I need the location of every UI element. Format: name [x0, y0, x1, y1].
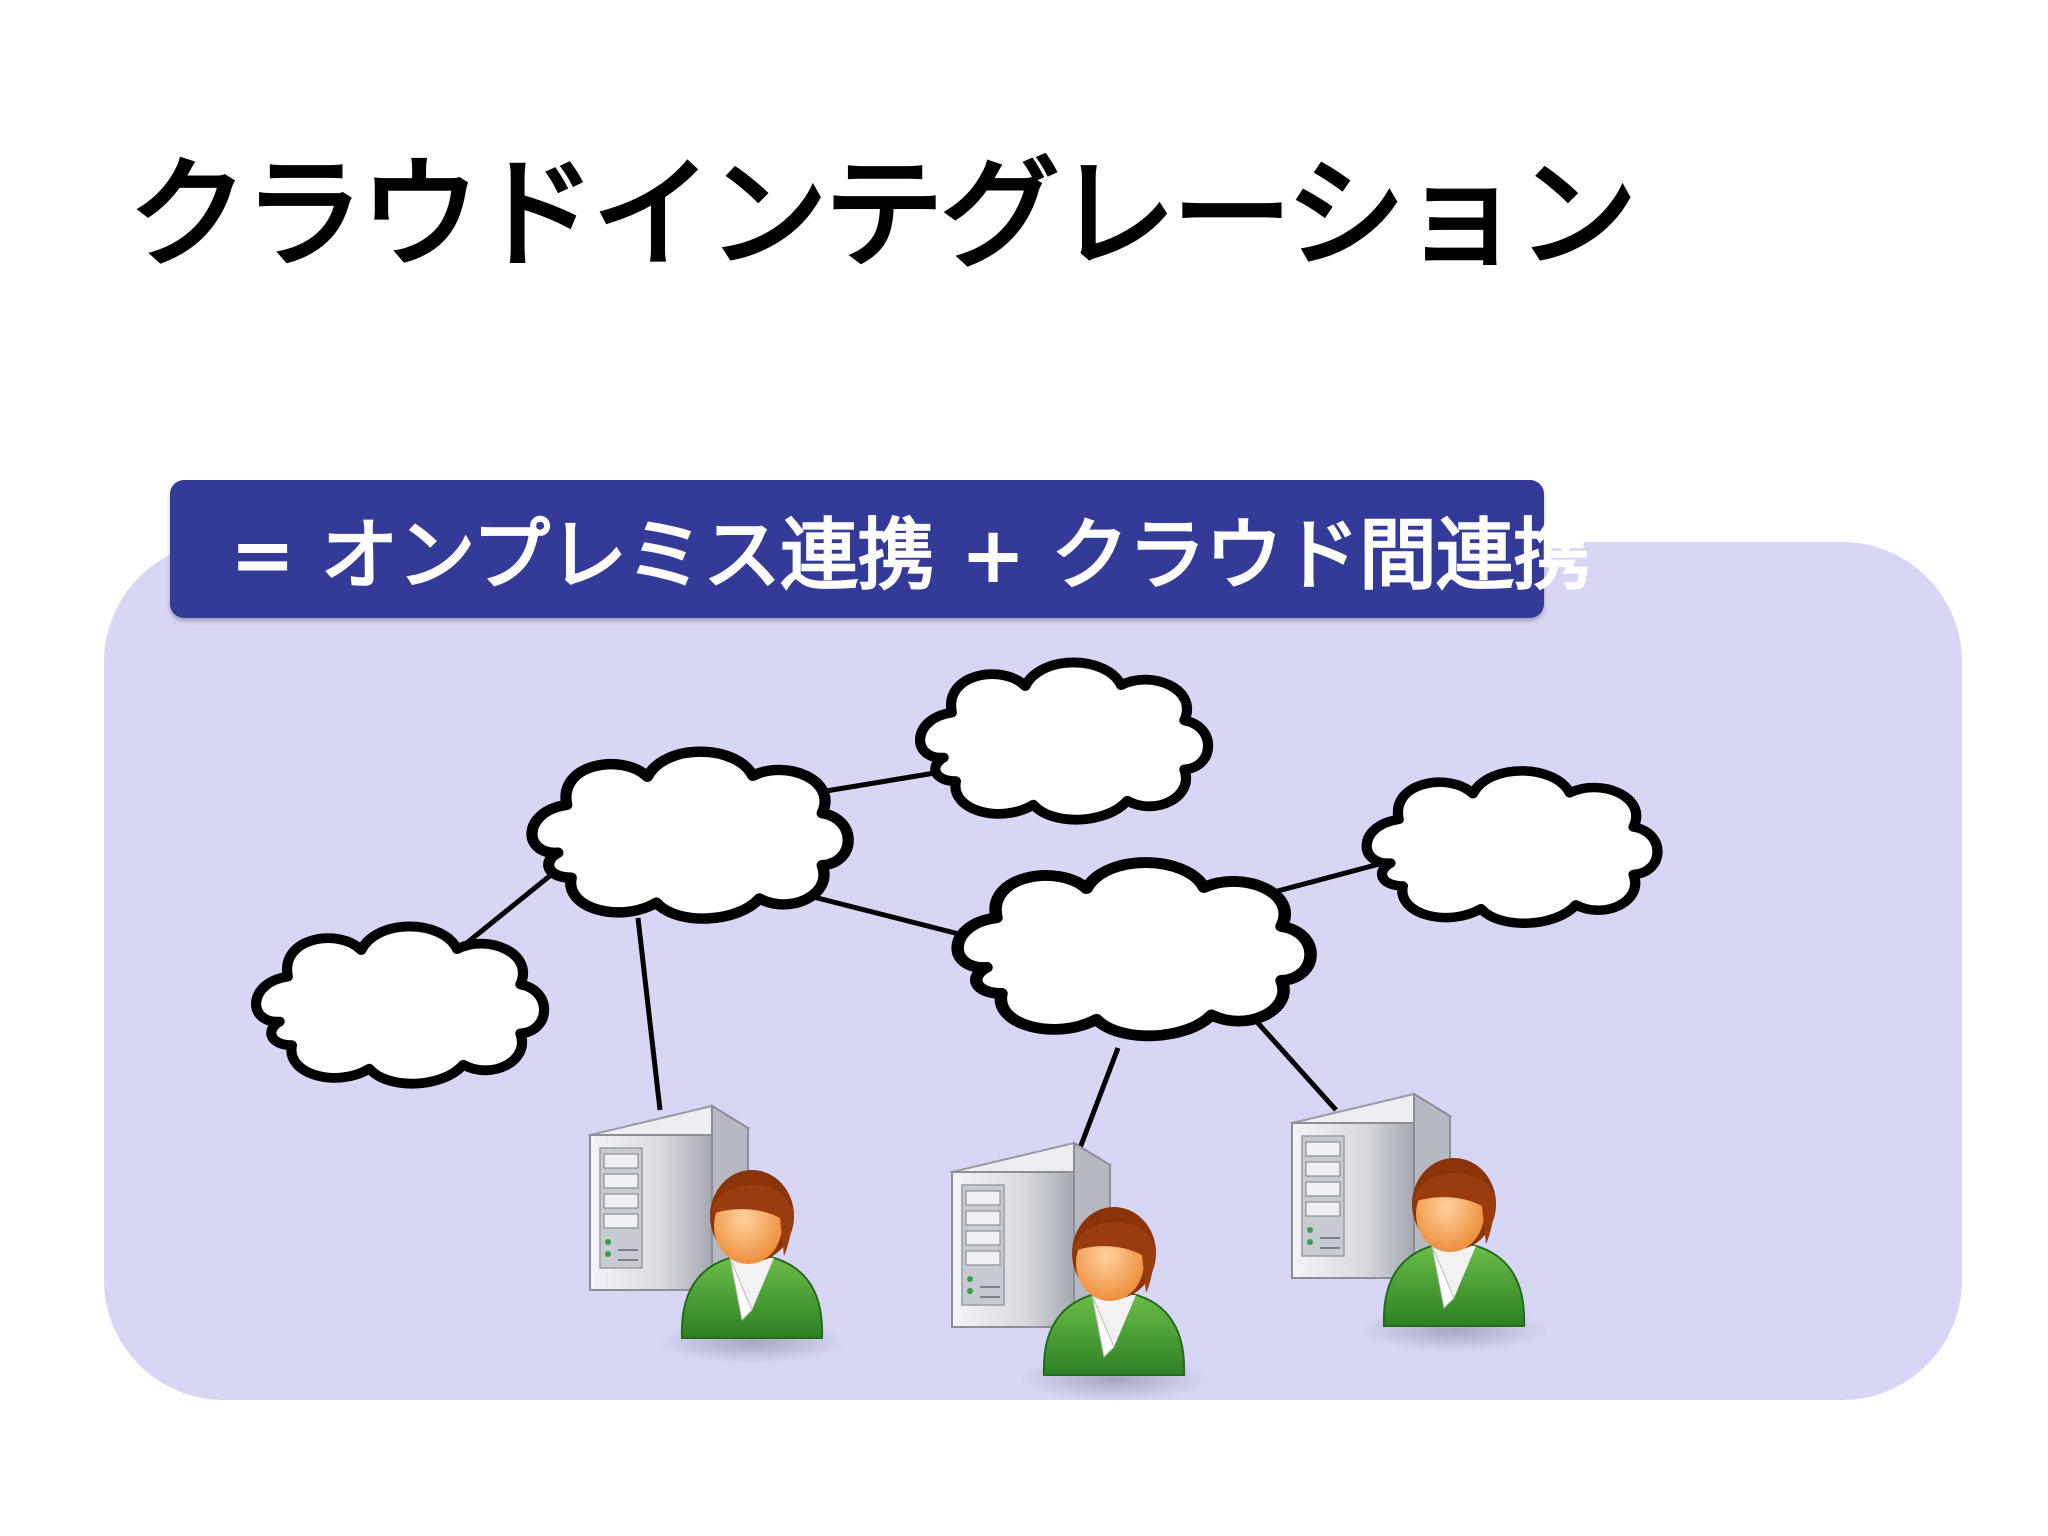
link-center-right-to-site-2: [1077, 1047, 1121, 1149]
banner: = オンプレミス連携 + クラウド間連携: [170, 480, 1591, 618]
site-3: [1291, 1093, 1550, 1353]
slide-title: クラウドインテグレーション: [128, 146, 1638, 285]
site-1: [589, 1105, 848, 1365]
cloud-icon: [256, 662, 1657, 1083]
link-center-right-to-site-3: [1246, 1010, 1338, 1112]
cloud-top-center: [532, 752, 848, 919]
cloud-center-right: [958, 863, 1311, 1036]
site-2: [951, 1142, 1210, 1402]
cloud-left: [256, 926, 544, 1083]
link-top-center-to-site-1: [635, 917, 663, 1111]
cloud-top-right: [920, 662, 1208, 819]
cloud-far-right: [1367, 771, 1658, 923]
banner-text: = オンプレミス連携 + クラウド間連携: [230, 511, 1591, 601]
